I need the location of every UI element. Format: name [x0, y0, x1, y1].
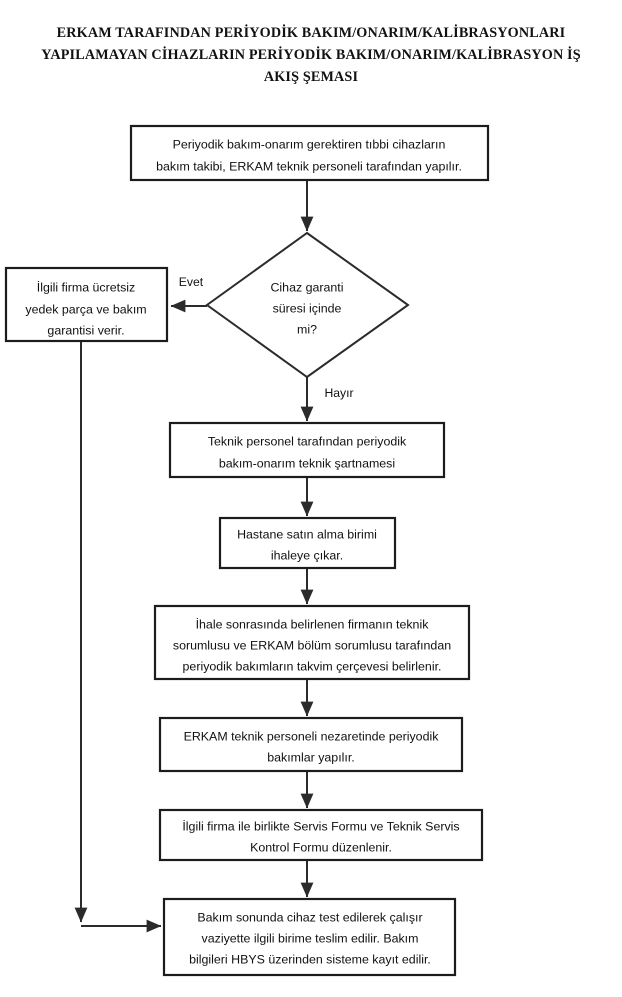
node-d1-line-2: süresi içinde — [273, 301, 342, 315]
node-n6-line-2: bakımlar yapılır. — [267, 750, 354, 764]
edge-label-hayir: Hayır — [324, 386, 353, 400]
node-n5-line-1: İhale sonrasında belirlenen firmanın tek… — [196, 617, 430, 631]
page-title-line-1: ERKAM TARAFINDAN PERİYODİK BAKIM/ONARIM/… — [56, 25, 566, 41]
node-n6-line-1: ERKAM teknik personeli nezaretinde periy… — [184, 729, 440, 743]
node-d1: Cihaz garanti süresi içinde mi? — [205, 231, 410, 379]
node-n5-line-2: sorumlusu ve ERKAM bölüm sorumlusu taraf… — [173, 638, 451, 652]
node-d1-diamond — [205, 231, 410, 379]
node-n1-line-1: Periyodik bakım-onarım gerektiren tıbbi … — [173, 137, 446, 151]
node-n1-line-2: bakım takibi, ERKAM teknik personeli tar… — [156, 159, 462, 173]
node-n3-line-1: Teknik personel tarafından periyodik — [208, 434, 407, 448]
node-n5-box — [153, 604, 471, 681]
node-n4-line-2: ihaleye çıkar. — [271, 548, 343, 562]
node-n6: ERKAM teknik personeli nezaretinde periy… — [158, 716, 464, 773]
node-n8-line-3: bilgileri HBYS üzerinden sisteme kayıt e… — [189, 952, 431, 966]
node-n5-line-3: periyodik bakımların takvim çerçevesi be… — [183, 659, 442, 673]
node-n7-line-1: İlgili firma ile birlikte Servis Formu v… — [182, 819, 459, 833]
node-n2-line-3: garantisi verir. — [47, 323, 124, 337]
node-n8: Bakım sonunda cihaz test edilerek çalışı… — [162, 897, 457, 977]
node-n2: İlgili firma ücretsiz yedek parça ve bak… — [4, 266, 169, 343]
node-n7: İlgili firma ile birlikte Servis Formu v… — [158, 808, 484, 862]
connector-layer — [74, 180, 314, 933]
node-n2-line-1: İlgili firma ücretsiz — [37, 280, 135, 294]
node-n2-box — [4, 266, 169, 343]
node-d1-line-3: mi? — [297, 322, 317, 336]
page-title: ERKAM TARAFINDAN PERİYODİK BAKIM/ONARIM/… — [0, 22, 622, 88]
node-n7-line-2: Kontrol Formu düzenlenir. — [250, 840, 392, 854]
page-title-line-3: AKIŞ ŞEMASI — [263, 69, 359, 85]
node-n7-box — [158, 808, 484, 862]
node-n5: İhale sonrasında belirlenen firmanın tek… — [153, 604, 471, 681]
node-n4-box — [218, 516, 397, 570]
edge-label-evet: Evet — [179, 275, 204, 289]
node-n1: Periyodik bakım-onarım gerektiren tıbbi … — [129, 124, 490, 182]
node-n3-box — [168, 421, 446, 479]
node-n8-line-2: vaziyette ilgili birime teslim edilir. B… — [202, 931, 419, 945]
node-n3: Teknik personel tarafından periyodik bak… — [168, 421, 446, 479]
node-n4-line-1: Hastane satın alma birimi — [237, 527, 377, 541]
node-n8-box — [162, 897, 457, 977]
node-n3-line-2: bakım-onarım teknik şartnamesi — [219, 456, 395, 470]
node-d1-line-1: Cihaz garanti — [270, 280, 343, 294]
node-n2-line-2: yedek parça ve bakım — [25, 302, 146, 316]
node-n8-line-1: Bakım sonunda cihaz test edilerek çalışı… — [197, 910, 422, 924]
node-n6-box — [158, 716, 464, 773]
node-n1-box — [129, 124, 490, 182]
node-n4: Hastane satın alma birimi ihaleye çıkar. — [218, 516, 397, 570]
page-title-line-2: YAPILAMAYAN CİHAZLARIN PERİYODİK BAKIM/O… — [41, 47, 581, 63]
